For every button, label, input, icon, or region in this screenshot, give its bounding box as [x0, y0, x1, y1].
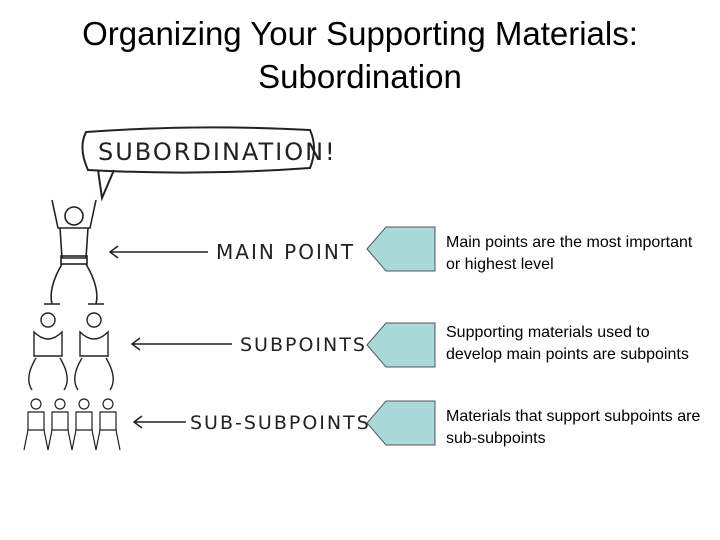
label-main-point: MAIN POINT — [216, 240, 355, 264]
sub-subpoints-acrobats — [23, 398, 121, 451]
arrow-subpoints — [366, 322, 436, 368]
speech-bubble — [81, 126, 315, 202]
slide-title: Organizing Your Supporting Materials: Su… — [0, 12, 720, 98]
label-subpoints: SUBPOINTS — [240, 334, 367, 356]
arrow-sub-subpoints — [366, 400, 436, 446]
speech-bubble-text: SUBORDINATION! — [98, 138, 337, 166]
sub-subpoints-description: Materials that support subpoints are sub… — [446, 408, 701, 447]
subpoints-description: Supporting materials used to develop mai… — [446, 324, 689, 363]
acrobat-pyramid-cartoon: SUBORDINATION! MAIN POINT SUBPOINTS SUB- — [23, 126, 368, 451]
arrow-main-point — [366, 226, 436, 272]
main-point-pointer — [108, 245, 208, 259]
main-point-description: Main points are the most important or hi… — [446, 234, 693, 273]
main-point-acrobat — [44, 199, 104, 305]
title-line-1: Organizing Your Supporting Materials: — [82, 15, 638, 52]
sub-subpoints-pointer — [132, 415, 186, 429]
subpoints-pointer — [130, 337, 232, 351]
subpoints-acrobats — [28, 312, 114, 391]
label-sub-subpoints: SUB-SUBPOINTS — [190, 412, 368, 434]
title-line-2: Subordination — [258, 58, 462, 95]
